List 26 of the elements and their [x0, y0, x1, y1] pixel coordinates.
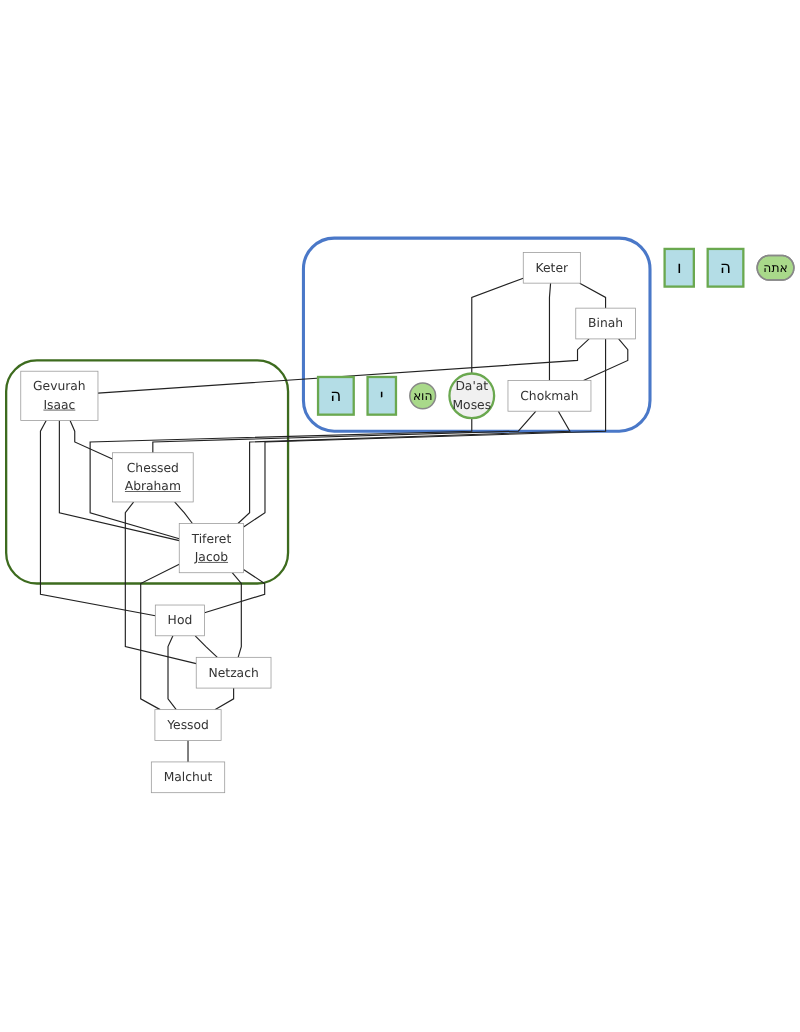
connector	[124, 501, 197, 665]
connector	[152, 411, 537, 454]
node-box: י	[366, 376, 398, 417]
connector	[97, 338, 590, 395]
connector	[69, 420, 113, 461]
connector	[231, 572, 242, 659]
connector	[140, 564, 180, 711]
connector	[471, 278, 524, 375]
cluster	[301, 237, 652, 434]
connector	[582, 338, 629, 382]
cluster	[5, 359, 290, 586]
connector	[237, 411, 571, 525]
connector	[167, 635, 177, 711]
connector	[214, 688, 235, 711]
connector	[548, 283, 552, 382]
connector	[89, 418, 473, 540]
node-box: ה	[316, 376, 355, 417]
node-box: ו	[663, 248, 695, 289]
connector	[203, 569, 266, 614]
connector	[58, 420, 180, 542]
connector	[194, 635, 218, 659]
node-box: ה	[706, 248, 745, 289]
connector	[242, 338, 607, 529]
connector	[39, 420, 156, 617]
connector	[579, 283, 607, 310]
connector	[174, 501, 194, 525]
